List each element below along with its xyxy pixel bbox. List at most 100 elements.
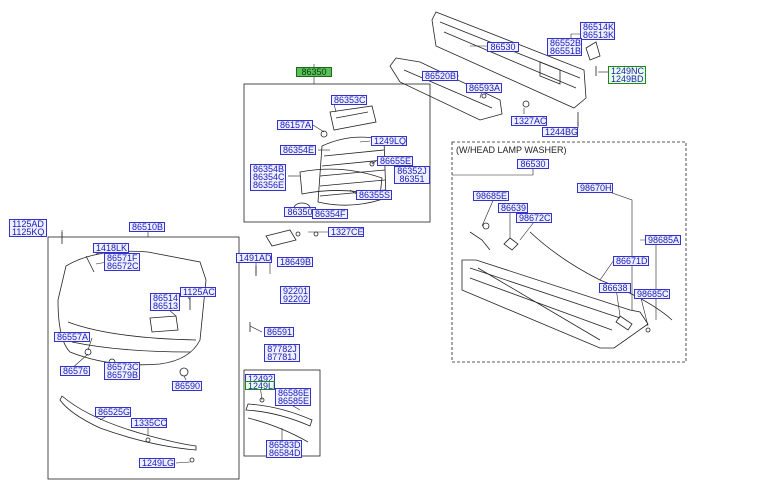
part-label: 1327AC [514,116,547,126]
part-86591[interactable]: 86591 [264,327,294,337]
part-label: 86513 [153,301,179,311]
part-86355S[interactable]: 86355S [356,190,392,200]
part-18649B[interactable]: 18649B [277,257,313,267]
part-label: 1249LQ [374,136,407,146]
part-86530-washer[interactable]: 86530 [517,159,549,169]
part-98685C[interactable]: 98685C [634,289,670,299]
part-label: 86352J [397,166,427,176]
assembly-header-86350[interactable]: 86350 [296,67,332,77]
part-98670H[interactable]: 98670H [577,183,613,193]
part-label: 1125AD [12,219,44,229]
part-86593A[interactable]: 86593A [466,83,502,93]
part-label: 86514 [153,293,179,303]
assembly-header-text: 86350 [301,67,327,77]
reinforcement-beam-top [389,11,601,126]
part-label: 1125AC [183,287,215,297]
part-label: 87782J [267,344,297,354]
grille-frame [243,83,431,223]
side-molding [245,229,319,443]
part-label: 86350 [287,207,313,217]
part-1125AC[interactable]: 1125AC [180,287,216,297]
part-86354F[interactable]: 86354F [312,209,348,219]
washer-assembly [461,222,673,349]
part-label: 86520B [425,71,457,81]
part-label: 86590 [175,381,201,391]
part-label: 86530 [490,42,516,52]
part-label: 86354C [253,172,285,182]
part-label: 86655E [380,156,412,166]
part-98685A[interactable]: 98685A [645,235,681,245]
part-label: 87781J [267,352,297,362]
part-98685E[interactable]: 98685E [473,191,509,201]
part-86576[interactable]: 86576 [60,366,90,376]
part-label: 86552B [550,38,582,48]
part-label: 92202 [283,294,309,304]
part-label: 86513K [583,30,615,40]
part-86655E[interactable]: 86655E [377,156,413,166]
part-label: 86573C [107,362,139,372]
part-86590[interactable]: 86590 [172,381,202,391]
part-1327CE[interactable]: 1327CE [328,227,364,237]
part-1244BG[interactable]: 1244BG [542,127,578,137]
part-label: 86157A [280,120,312,130]
part-label: 1418LK [96,243,128,253]
part-86638[interactable]: 86638 [599,283,631,293]
part-86557A[interactable]: 86557A [54,332,90,342]
part-86157A[interactable]: 86157A [277,120,313,130]
part-label: 86586E [278,388,310,398]
part-label: 86579B [107,370,139,380]
part-1327AC[interactable]: 1327AC [511,116,547,126]
part-label: 86638 [602,283,628,293]
part-86510B[interactable]: 86510B [129,222,165,232]
part-86671D[interactable]: 86671D [613,256,649,266]
part-86639[interactable]: 86639 [498,203,528,213]
part-1491AD[interactable]: 1491AD [236,253,272,263]
part-label: 86354F [315,209,346,219]
part-label: 18649B [280,257,312,267]
part-label: 86514K [583,22,615,32]
part-label: 1327CE [331,227,364,237]
part-label: 86584D [269,448,301,458]
part-1249LQ[interactable]: 1249LQ [371,136,407,146]
part-label: 86351 [399,174,425,184]
part-1335CC[interactable]: 1335CC [131,418,167,428]
part-label: 86585E [278,396,310,406]
part-86530-top[interactable]: 86530 [487,42,519,52]
part-label: 1249BD [611,74,644,84]
part-label: 86510B [132,222,164,232]
part-label: 1244BG [545,127,579,137]
part-label: 86671D [616,256,648,266]
part-1249LG[interactable]: 1249LG [139,458,175,468]
part-86525G[interactable]: 86525G [95,407,131,417]
part-label: 98685E [476,191,508,201]
part-label: 86551B [550,46,582,56]
part-label: 86593A [469,83,501,93]
part-1249LL[interactable]: 1249LL [245,381,278,391]
part-label: 86572C [107,261,139,271]
part-86354E[interactable]: 86354E [280,145,316,155]
part-label: 86576 [63,366,89,376]
part-label: 86355S [359,190,391,200]
part-label: 86530 [520,159,546,169]
part-label: 1335CC [134,418,168,428]
bumper-frame [47,236,240,480]
part-86520B[interactable]: 86520B [422,71,458,81]
part-1418LK[interactable]: 1418LK [93,243,129,253]
part-label: 86557A [57,332,89,342]
washer-caption: (W/HEAD LAMP WASHER) [456,145,567,155]
part-98672C[interactable]: 98672C [516,213,552,223]
part-86353C[interactable]: 86353C [331,95,367,105]
